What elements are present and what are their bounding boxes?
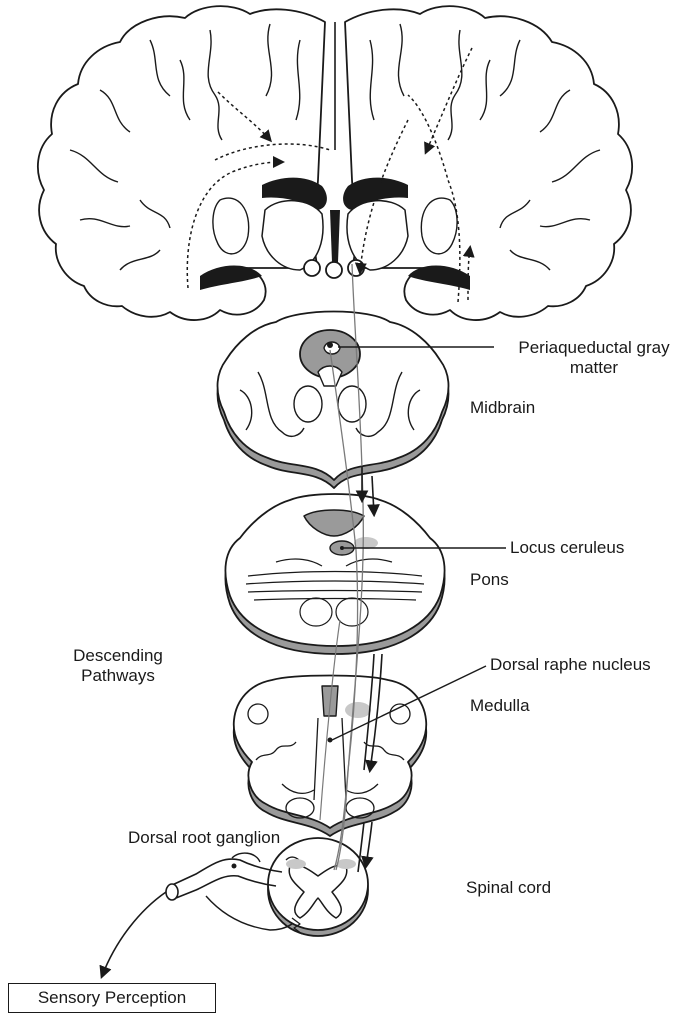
label-dorsal-raphe-nucleus: Dorsal raphe nucleus: [490, 655, 651, 675]
sensory-perception-label: Sensory Perception: [38, 988, 186, 1008]
label-spinal-cord: Spinal cord: [466, 878, 551, 898]
label-midbrain: Midbrain: [470, 398, 535, 418]
brain-coronal-section: [38, 6, 632, 320]
ascending-sensory-arrow: [102, 892, 166, 976]
label-locus-ceruleus: Locus ceruleus: [510, 538, 624, 558]
label-periaqueductal-gray-matter: Periaqueductal gray matter: [494, 338, 694, 378]
label-periaqueductal-line2: matter: [494, 358, 694, 378]
midbrain-section: [218, 312, 449, 489]
pons-section: [225, 494, 444, 654]
label-descending-line2: Pathways: [48, 666, 188, 686]
label-dorsal-root-ganglion: Dorsal root ganglion: [128, 828, 280, 848]
spinal-cord-section: [268, 838, 368, 936]
label-descending-line1: Descending: [48, 646, 188, 666]
label-periaqueductal-line1: Periaqueductal gray: [494, 338, 694, 358]
label-pons: Pons: [470, 570, 509, 590]
label-medulla: Medulla: [470, 696, 530, 716]
label-descending-pathways: Descending Pathways: [48, 646, 188, 686]
sensory-perception-box: Sensory Perception: [8, 983, 216, 1013]
